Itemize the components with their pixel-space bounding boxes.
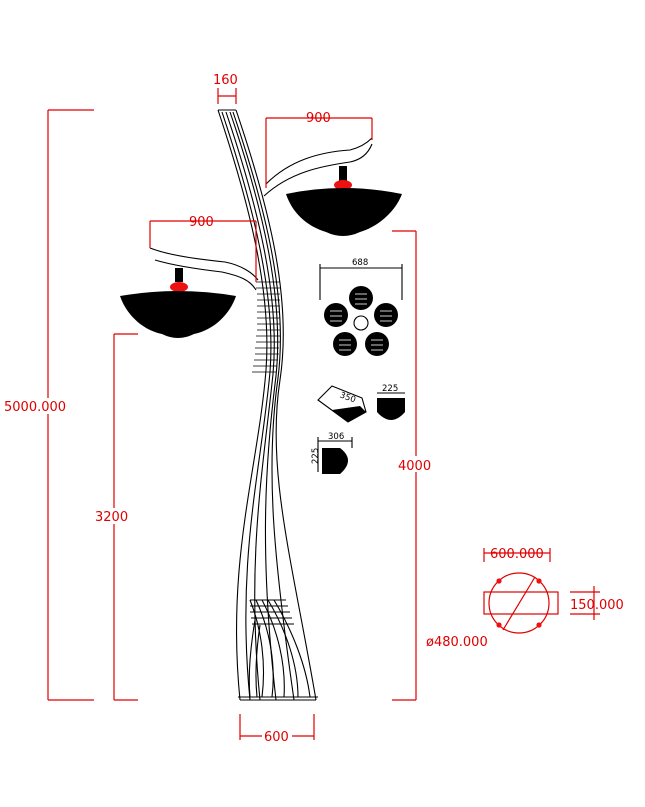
dim-total-height-label: 5000.000 <box>4 400 66 415</box>
cluster-hub <box>353 315 369 331</box>
cluster-bulb <box>374 303 398 327</box>
base-plate-outline <box>483 591 559 615</box>
lower-arm <box>149 247 259 291</box>
dim-top-width-label: 160 <box>213 73 238 88</box>
dim-upper-arm-label: 900 <box>306 111 331 126</box>
bulb-front-width-label: 225 <box>382 384 398 394</box>
lower-lamp <box>120 268 236 338</box>
anchor-bolt <box>496 622 502 628</box>
bolt-circle-label: ø480.000 <box>426 635 488 650</box>
cluster-width-label: 688 <box>352 258 368 268</box>
dim-upper-lamp-height: 4000 <box>392 230 431 701</box>
upper-lamp-shade <box>286 188 402 236</box>
bulb-front-view: 225 <box>377 384 405 420</box>
upper-lamp-joint <box>334 180 352 190</box>
dim-lower-arm: 900 <box>149 215 257 282</box>
upper-lamp <box>286 166 402 236</box>
dim-lower-lamp-height-label: 3200 <box>95 510 128 525</box>
cluster-bulb <box>349 286 373 310</box>
base-plate-detail: 600.000 150.000 ø480.000 <box>426 547 624 650</box>
base-plate-thickness-label: 150.000 <box>570 598 624 613</box>
cluster-bulb <box>324 303 348 327</box>
bulb-top-depth-label: 225 <box>311 448 321 464</box>
bulb-top-width-label: 306 <box>328 432 344 442</box>
dim-lower-arm-label: 900 <box>189 215 214 230</box>
lower-lamp-joint <box>170 282 188 292</box>
dim-upper-arm: 900 <box>265 111 373 188</box>
base-plate-circle <box>488 572 550 634</box>
dim-lower-lamp-height: 3200 <box>95 333 138 701</box>
anchor-bolt <box>536 578 542 584</box>
dim-total-height: 5000.000 <box>4 109 94 701</box>
upper-lamp-stem <box>339 166 347 182</box>
bulb-top-view: 306 225 <box>311 432 353 474</box>
dim-base-width-label: 600 <box>264 730 289 745</box>
dim-upper-lamp-height-label: 4000 <box>398 459 431 474</box>
pole-base-detail <box>248 599 311 698</box>
lower-lamp-shade <box>120 291 236 338</box>
lower-lamp-stem <box>175 268 183 282</box>
lamp-cluster-detail: 688 <box>319 258 403 356</box>
upper-arm <box>263 137 373 197</box>
pole-grid-band <box>252 281 280 373</box>
cluster-bulb <box>365 332 389 356</box>
cluster-bulb <box>333 332 357 356</box>
anchor-bolt <box>496 578 502 584</box>
anchor-bolt <box>536 622 542 628</box>
bulb-side-length-label: 350 <box>338 391 357 406</box>
bulb-side-view: 350 <box>317 385 367 423</box>
base-plate-width-label: 600.000 <box>490 547 544 562</box>
dim-top-width: 160 <box>213 73 238 104</box>
dim-base-width: 600 <box>239 714 315 745</box>
